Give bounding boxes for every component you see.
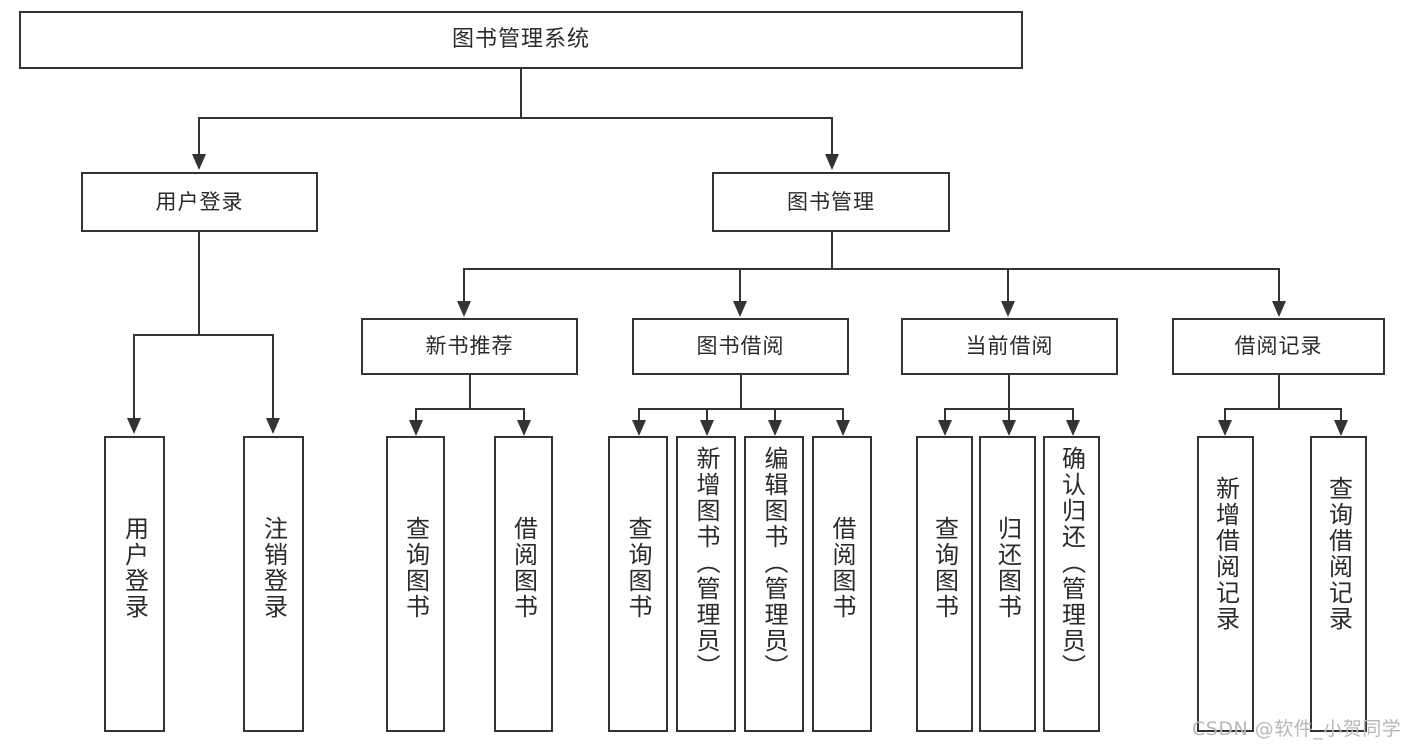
leaf-user-login-signin[interactable]: 用户登录 bbox=[104, 436, 165, 732]
connector-new-book-trunk bbox=[469, 375, 471, 408]
connector-new-book-to-leaf-1 bbox=[415, 408, 417, 421]
arrow-head-icon bbox=[409, 420, 423, 436]
node-label: 归还图书 bbox=[993, 516, 1022, 620]
arrow-head-icon bbox=[733, 301, 747, 317]
connector-new-book-bar bbox=[415, 408, 523, 410]
connector-book-mgmt-to-child-2 bbox=[739, 268, 741, 302]
connector-user-login-bar bbox=[133, 334, 272, 336]
arrow-head-icon bbox=[825, 154, 839, 170]
node-label: 图书借阅 bbox=[696, 334, 785, 359]
connector-book-borrow-to-leaf-2 bbox=[706, 408, 708, 421]
arrow-head-icon bbox=[266, 418, 280, 434]
connector-root-trunk bbox=[520, 69, 522, 117]
leaf-current-borrow-confirm-return[interactable]: 确认归还（管理员） bbox=[1043, 436, 1100, 732]
connector-current-borrow-to-leaf-2 bbox=[1008, 408, 1010, 421]
arrow-head-icon bbox=[127, 418, 141, 434]
connector-current-borrow-trunk bbox=[1008, 375, 1010, 408]
node-label: 编辑图书（管理员） bbox=[760, 446, 788, 680]
node-label: 新书推荐 bbox=[425, 334, 514, 359]
node-borrow-record[interactable]: 借阅记录 bbox=[1172, 318, 1385, 375]
node-label: 查询借阅记录 bbox=[1324, 476, 1353, 632]
arrow-head-icon bbox=[1218, 420, 1232, 436]
arrow-head-icon bbox=[457, 301, 471, 317]
node-label: 用户登录 bbox=[155, 189, 244, 214]
node-label: 新增图书（管理员） bbox=[692, 446, 720, 680]
node-label: 借阅图书 bbox=[828, 516, 856, 620]
arrow-head-icon bbox=[1334, 420, 1348, 436]
connector-root-to-user-login bbox=[198, 117, 200, 155]
node-book-borrow[interactable]: 图书借阅 bbox=[632, 318, 849, 375]
connector-current-borrow-to-leaf-3 bbox=[1072, 408, 1074, 421]
connector-borrow-record-to-leaf-1 bbox=[1224, 408, 1226, 421]
node-book-management[interactable]: 图书管理 bbox=[712, 172, 950, 232]
arrow-head-icon bbox=[517, 420, 531, 436]
leaf-book-borrow-add[interactable]: 新增图书（管理员） bbox=[676, 436, 736, 732]
node-label: 注销登录 bbox=[259, 516, 288, 620]
arrow-head-icon bbox=[700, 420, 714, 436]
connector-book-borrow-to-leaf-1 bbox=[638, 408, 640, 421]
node-label: 新增借阅记录 bbox=[1211, 476, 1240, 632]
arrow-head-icon bbox=[836, 420, 850, 436]
leaf-current-borrow-return[interactable]: 归还图书 bbox=[979, 436, 1036, 732]
connector-book-mgmt-trunk bbox=[831, 232, 833, 268]
leaf-book-borrow-edit[interactable]: 编辑图书（管理员） bbox=[744, 436, 804, 732]
connector-book-borrow-bar bbox=[638, 408, 842, 410]
leaf-user-login-signout[interactable]: 注销登录 bbox=[243, 436, 304, 732]
connector-borrow-record-trunk bbox=[1278, 375, 1280, 408]
node-label: 当前借阅 bbox=[965, 334, 1054, 359]
node-user-login[interactable]: 用户登录 bbox=[81, 172, 318, 232]
arrow-head-icon bbox=[938, 420, 952, 436]
connector-new-book-to-leaf-2 bbox=[523, 408, 525, 421]
connector-current-borrow-to-leaf-1 bbox=[944, 408, 946, 421]
node-root-system[interactable]: 图书管理系统 bbox=[19, 11, 1023, 69]
connector-user-login-to-leaf-1 bbox=[133, 334, 135, 419]
node-label: 查询图书 bbox=[401, 516, 430, 620]
connector-book-borrow-to-leaf-3 bbox=[774, 408, 776, 421]
arrow-head-icon bbox=[1001, 301, 1015, 317]
arrow-head-icon bbox=[768, 420, 782, 436]
connector-book-borrow-to-leaf-4 bbox=[842, 408, 844, 421]
leaf-new-book-borrow[interactable]: 借阅图书 bbox=[494, 436, 553, 732]
connector-user-login-to-leaf-2 bbox=[272, 334, 274, 419]
node-label: 借阅图书 bbox=[509, 516, 538, 620]
node-label: 确认归还（管理员） bbox=[1057, 446, 1086, 680]
node-label: 查询图书 bbox=[930, 516, 959, 620]
arrow-head-icon bbox=[1272, 301, 1286, 317]
connector-borrow-record-bar bbox=[1224, 408, 1340, 410]
node-label: 图书管理系统 bbox=[451, 27, 590, 53]
node-label: 查询图书 bbox=[624, 516, 652, 620]
connector-book-borrow-trunk bbox=[740, 375, 742, 408]
arrow-head-icon bbox=[1066, 420, 1080, 436]
connector-book-mgmt-to-child-3 bbox=[1007, 268, 1009, 302]
connector-book-mgmt-to-child-4 bbox=[1278, 268, 1280, 302]
node-new-book-recommend[interactable]: 新书推荐 bbox=[361, 318, 578, 375]
connector-borrow-record-to-leaf-2 bbox=[1340, 408, 1342, 421]
node-current-borrow[interactable]: 当前借阅 bbox=[901, 318, 1118, 375]
leaf-current-borrow-query[interactable]: 查询图书 bbox=[916, 436, 973, 732]
leaf-book-borrow-query[interactable]: 查询图书 bbox=[608, 436, 668, 732]
leaf-borrow-record-query[interactable]: 查询借阅记录 bbox=[1310, 436, 1367, 732]
arrow-head-icon bbox=[192, 154, 206, 170]
connector-root-to-book-mgmt bbox=[831, 117, 833, 155]
node-label: 图书管理 bbox=[787, 189, 875, 214]
leaf-new-book-query[interactable]: 查询图书 bbox=[386, 436, 445, 732]
connector-book-mgmt-to-child-1 bbox=[463, 268, 465, 302]
arrow-head-icon bbox=[632, 420, 646, 436]
leaf-borrow-record-add[interactable]: 新增借阅记录 bbox=[1197, 436, 1254, 732]
connector-root-bar bbox=[198, 117, 833, 119]
connector-book-mgmt-bar bbox=[463, 268, 1278, 270]
node-label: 借阅记录 bbox=[1234, 334, 1323, 359]
node-label: 用户登录 bbox=[120, 516, 149, 620]
leaf-book-borrow-borrow[interactable]: 借阅图书 bbox=[812, 436, 872, 732]
connector-user-login-trunk bbox=[198, 232, 200, 334]
arrow-head-icon bbox=[1002, 420, 1016, 436]
